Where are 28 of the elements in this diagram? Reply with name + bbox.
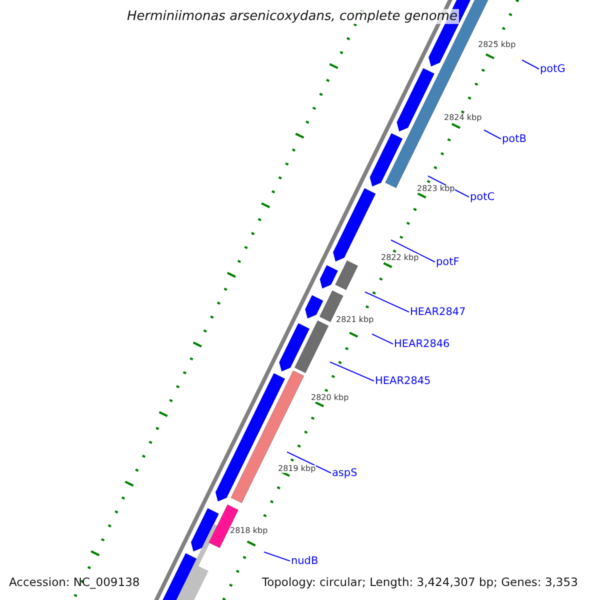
leader-line [372, 334, 394, 344]
position-tick-label: 2822 kbp [381, 254, 419, 262]
leader-line [286, 452, 332, 474]
leader-line [364, 292, 410, 312]
gene-label: potF [436, 256, 460, 268]
leader-line [330, 362, 374, 382]
gene-label: HEAR2847 [410, 306, 466, 318]
genome-info-text: Accession: NC_009138 [9, 575, 140, 589]
gene-label: nudB [291, 556, 318, 566]
gene-label: aspS [332, 468, 358, 478]
position-tick-label: 2824 kbp [444, 114, 482, 122]
leader-line [484, 130, 502, 140]
leader-line [522, 60, 540, 70]
gene-label: potG [540, 64, 566, 74]
leader-line [390, 240, 436, 262]
gene-label: HEAR2845 [375, 376, 431, 386]
gene-label: HEAR2846 [394, 338, 450, 350]
position-tick-label: 2821 kbp [336, 316, 374, 324]
gene-label: potB [502, 134, 526, 144]
gene-label: potC [470, 192, 495, 202]
position-tick-label: 2818 kbp [230, 527, 268, 535]
position-tick-label: 2825 kbp [478, 41, 516, 49]
genome-info-text: Topology: circular; Length: 3,424,307 bp; Genes: 3,353 [262, 575, 578, 589]
position-tick-label: 2819 kbp [278, 465, 316, 473]
leader-line [264, 552, 290, 562]
title: Herminiimonas arsenicoxydans, complete genome [125, 9, 460, 24]
position-tick-label: 2820 kbp [311, 394, 349, 402]
position-tick-label: 2823 kbp [417, 185, 455, 193]
